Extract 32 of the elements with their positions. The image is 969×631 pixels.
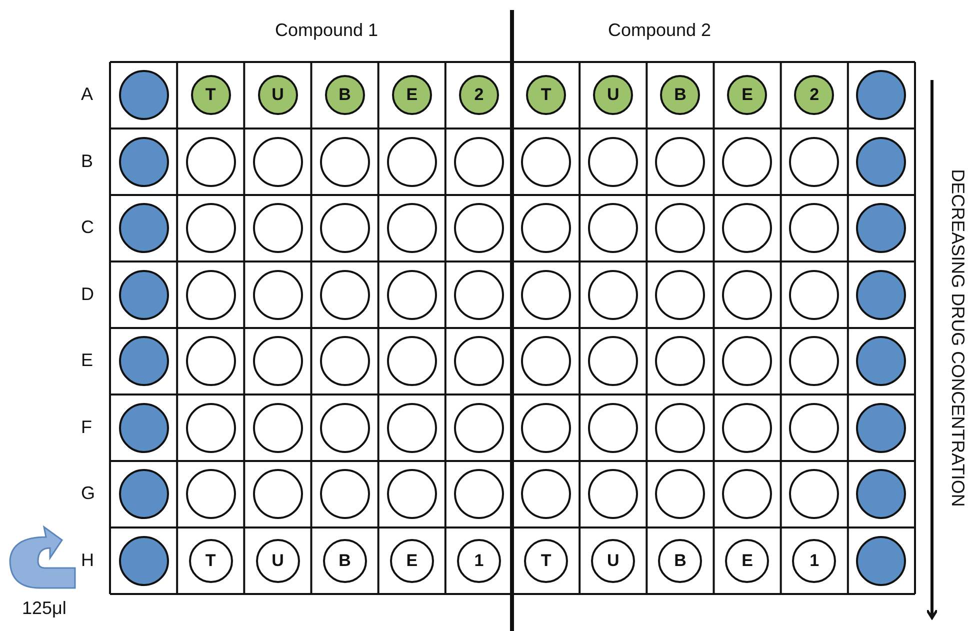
row-label: C (81, 217, 94, 238)
well: 1 (792, 538, 836, 583)
well: T (524, 538, 568, 583)
well: T (526, 75, 566, 116)
well: 2 (794, 75, 834, 116)
well: 1 (456, 538, 501, 583)
well: U (593, 75, 634, 116)
row-label: D (81, 284, 94, 305)
well: B (658, 538, 702, 583)
row-label: F (81, 416, 92, 438)
well: E (727, 75, 768, 116)
axis-label: DECREASING DRUG CONCENTRATION (947, 169, 968, 507)
well: B (324, 75, 365, 116)
row-label: A (81, 84, 94, 106)
well: T (188, 538, 233, 583)
well: U (258, 75, 298, 116)
well: T (190, 75, 231, 116)
well: E (725, 538, 770, 583)
well: E (390, 538, 434, 583)
row-label: B (81, 150, 94, 172)
well: U (256, 538, 300, 583)
well: 2 (458, 75, 499, 116)
column-group-label: Compound 1 (275, 20, 378, 41)
row-label: E (81, 350, 94, 372)
well: B (660, 75, 700, 116)
column-group-label: Compound 2 (608, 20, 712, 41)
row-label: H (81, 550, 94, 571)
row-label: G (81, 483, 96, 504)
well: E (392, 75, 432, 116)
well: B (322, 538, 367, 583)
volume-label: 125μl (22, 598, 66, 619)
well: U (591, 538, 636, 583)
